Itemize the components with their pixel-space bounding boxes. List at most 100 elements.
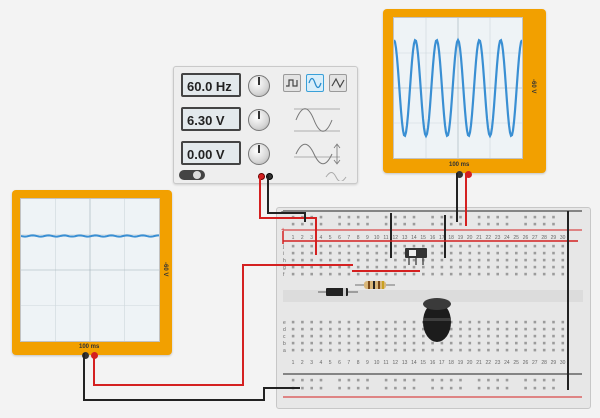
center-channel — [283, 290, 583, 302]
breadboard-hole — [542, 251, 546, 255]
breadboard-hole — [375, 244, 379, 248]
breadboard-hole — [375, 272, 379, 276]
breadboard-hole — [310, 251, 313, 255]
breadboard-hole — [366, 334, 369, 338]
sine-wave-button[interactable] — [306, 74, 324, 92]
column-number: 18 — [448, 360, 454, 366]
breadboard-hole — [440, 348, 444, 352]
breadboard-hole — [403, 327, 406, 331]
breadboard-hole — [477, 334, 481, 338]
breadboard-hole — [375, 251, 379, 255]
breadboard-hole — [329, 348, 332, 352]
power-switch[interactable] — [179, 170, 205, 180]
breadboard-hole — [310, 386, 313, 390]
breadboard-hole — [524, 222, 527, 226]
column-number: 24 — [504, 235, 510, 241]
breadboard-hole — [375, 334, 379, 338]
column-number: 21 — [476, 360, 482, 366]
breadboard-hole — [310, 222, 313, 226]
column-number: 10 — [374, 235, 380, 241]
oscilloscope-left-positive-terminal[interactable] — [91, 352, 98, 359]
oscilloscope-top-positive-terminal[interactable] — [465, 171, 472, 178]
breadboard-hole — [440, 334, 444, 338]
generator-negative-terminal[interactable] — [266, 173, 273, 180]
breadboard-hole — [487, 348, 490, 352]
breadboard-hole — [487, 320, 490, 324]
breadboard-hole — [477, 215, 481, 219]
breadboard-hole — [533, 258, 537, 262]
column-number: 9 — [366, 235, 369, 241]
row-letter: f — [283, 272, 285, 278]
breadboard-hole — [356, 222, 360, 226]
breadboard-hole — [524, 244, 527, 248]
breadboard-hole — [533, 265, 537, 269]
breadboard-hole — [524, 320, 527, 324]
breadboard-hole — [403, 334, 406, 338]
breadboard-hole — [329, 258, 332, 262]
oscilloscope-top-negative-terminal[interactable] — [456, 171, 463, 178]
breadboard-hole — [319, 341, 323, 345]
breadboard-hole — [440, 244, 444, 248]
oscilloscope-top[interactable]: 100 ms -60 V — [383, 9, 546, 178]
breadboard-hole — [431, 251, 434, 255]
breadboard-hole — [487, 272, 490, 276]
breadboard-hole — [291, 215, 295, 219]
breadboard-hole — [477, 265, 481, 269]
breadboard-hole — [319, 386, 323, 390]
triangle-wave-button[interactable] — [329, 74, 347, 92]
oscilloscope-top-trace — [394, 37, 522, 139]
sine-wave-icon — [308, 77, 322, 89]
breadboard-hole — [496, 320, 499, 324]
breadboard-hole — [561, 258, 565, 262]
generator-logo-icon — [325, 172, 347, 181]
frequency-display[interactable]: 60.0 Hz — [181, 73, 241, 97]
breadboard-hole — [431, 341, 434, 345]
breadboard-hole — [356, 258, 360, 262]
breadboard-hole — [552, 215, 555, 219]
breadboard-hole — [338, 348, 341, 352]
oscilloscope-left-negative-terminal[interactable] — [82, 352, 89, 359]
column-number: 7 — [347, 360, 350, 366]
amplitude-display[interactable]: 6.30 V — [181, 107, 241, 131]
breadboard-hole — [338, 215, 341, 219]
breadboard-hole — [301, 244, 304, 248]
breadboard-hole — [422, 272, 425, 276]
breadboard-hole — [542, 215, 546, 219]
dc-offset-knob[interactable] — [248, 143, 270, 165]
breadboard-hole — [384, 265, 388, 269]
square-wave-button[interactable] — [283, 74, 301, 92]
breadboard-hole — [356, 327, 360, 331]
breadboard-hole — [505, 251, 509, 255]
breadboard-hole — [310, 320, 313, 324]
frequency-knob[interactable] — [248, 75, 270, 97]
amplitude-knob[interactable] — [248, 109, 270, 131]
column-number: 29 — [551, 360, 557, 366]
oscilloscope-left[interactable]: 100 ms -60 V — [12, 190, 172, 359]
breadboard-hole — [533, 327, 537, 331]
breadboard-hole — [319, 334, 323, 338]
breadboard-hole — [468, 341, 472, 345]
breadboard-hole — [542, 265, 546, 269]
breadboard-hole — [394, 348, 397, 352]
row-letter: h — [283, 258, 286, 264]
breadboard-hole — [384, 258, 388, 262]
row-letter: j — [282, 244, 284, 250]
breadboard-hole — [329, 334, 332, 338]
breadboard-hole — [291, 272, 295, 276]
breadboard-hole — [505, 334, 509, 338]
breadboard-hole — [384, 334, 388, 338]
breadboard-hole — [366, 258, 369, 262]
dc-offset-display[interactable]: 0.00 V — [181, 141, 241, 165]
breadboard-hole — [468, 327, 472, 331]
breadboard-hole — [301, 327, 304, 331]
breadboard-hole — [394, 272, 397, 276]
rail-plus-label: + — [281, 227, 285, 234]
generator-positive-terminal[interactable] — [258, 173, 265, 180]
breadboard-hole — [487, 378, 490, 382]
oscilloscope-left-screen — [20, 198, 160, 342]
square-wave-icon — [286, 79, 298, 87]
breadboard-hole — [338, 320, 341, 324]
breadboard-hole — [524, 348, 527, 352]
breadboard-hole — [468, 272, 472, 276]
